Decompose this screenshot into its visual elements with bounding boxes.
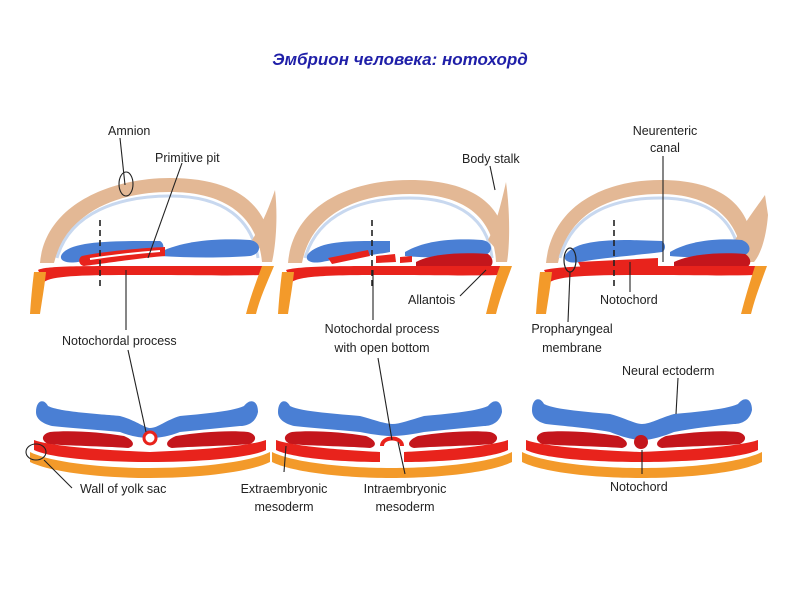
label-wall-yolk-sac: Wall of yolk sac bbox=[80, 482, 166, 496]
label-allantois: Allantois bbox=[408, 293, 455, 307]
leader-prechordal bbox=[567, 271, 571, 323]
label-prechordal-1: Propharyngeal bbox=[531, 322, 612, 336]
label-body-stalk: Body stalk bbox=[462, 152, 520, 166]
amnion-inner-layer bbox=[303, 196, 494, 259]
amnion-membrane bbox=[288, 180, 507, 263]
yolk-wall-orange-left bbox=[30, 272, 46, 314]
yolk-wall-orange-left bbox=[278, 272, 294, 314]
bottom-section-2 bbox=[272, 401, 512, 478]
top-panel-3 bbox=[536, 180, 768, 314]
endoderm bbox=[526, 440, 758, 462]
endoderm-right bbox=[674, 253, 751, 268]
yolk-orange bbox=[522, 452, 762, 478]
leader-intraembryonic bbox=[397, 441, 406, 475]
leader-notochordal-process-bottom bbox=[127, 349, 147, 433]
label-notochordal-open-2: with open bottom bbox=[333, 341, 429, 355]
label-amnion: Amnion bbox=[108, 124, 150, 138]
yolk-wall-red bbox=[286, 266, 500, 282]
ectoderm-right bbox=[405, 239, 491, 258]
mesoderm-right bbox=[409, 431, 498, 448]
ectoderm-left bbox=[306, 241, 390, 263]
label-primitive-pit: Primitive pit bbox=[155, 151, 220, 165]
amnion-ring bbox=[118, 171, 134, 197]
bottom-section-3 bbox=[522, 399, 762, 478]
body-stalk bbox=[252, 190, 277, 262]
label-prechordal-2: membrane bbox=[542, 341, 602, 355]
label-notochordal-process: Notochordal process bbox=[62, 334, 177, 348]
neural-ectoderm bbox=[532, 399, 752, 440]
leader-lines bbox=[25, 137, 679, 489]
leader-amnion bbox=[119, 137, 126, 186]
leader-extraembryonic bbox=[283, 445, 287, 473]
yolk-wall-red bbox=[544, 266, 755, 282]
mesoderm-right bbox=[167, 431, 256, 448]
yolk-wall-orange-right bbox=[741, 266, 767, 314]
yolk-orange bbox=[272, 452, 512, 478]
label-neural-ectoderm: Neural ectoderm bbox=[622, 364, 714, 378]
label-extraembryonic-1: Extraembryonic bbox=[241, 482, 328, 496]
leader-notochordal-open-bottom bbox=[377, 357, 393, 441]
amnion-inner-layer bbox=[558, 196, 742, 259]
endoderm bbox=[34, 440, 266, 462]
label-neurenteric-2: canal bbox=[650, 141, 680, 155]
label-extraembryonic-2: mesoderm bbox=[254, 500, 313, 514]
ectoderm bbox=[36, 401, 258, 438]
mesoderm-left bbox=[284, 431, 375, 448]
mesoderm-left bbox=[536, 431, 627, 448]
leader-wall-yolk bbox=[43, 459, 73, 489]
label-notochord-bottom: Notochord bbox=[610, 480, 668, 494]
leader-neural-ectoderm bbox=[675, 377, 679, 415]
label-intraembryonic-2: mesoderm bbox=[375, 500, 434, 514]
label-notochord-top: Notochord bbox=[600, 293, 658, 307]
top-panel-1 bbox=[30, 178, 277, 314]
yolk-wall-orange-right bbox=[246, 266, 274, 314]
allantois-endoderm bbox=[416, 253, 493, 268]
leader-primitive-pit bbox=[147, 162, 183, 259]
page-title: Эмбрион человека: нотохорд bbox=[272, 50, 528, 69]
label-notochordal-open-1: Notochordal process bbox=[325, 322, 440, 336]
amnion-membrane bbox=[546, 180, 754, 263]
body-stalk bbox=[488, 182, 510, 262]
ectoderm-right bbox=[670, 239, 750, 258]
yolk-wall-orange-left bbox=[536, 272, 552, 314]
yolk-wall-red bbox=[38, 266, 262, 282]
mesoderm-left bbox=[42, 431, 133, 448]
endoderm-right bbox=[404, 440, 508, 462]
amnion-membrane bbox=[40, 178, 272, 263]
bottom-section-1 bbox=[30, 401, 270, 478]
mesoderm-right bbox=[657, 431, 746, 448]
yolk-orange bbox=[30, 452, 270, 478]
label-intraembryonic-1: Intraembryonic bbox=[364, 482, 447, 496]
leader-allantois bbox=[459, 269, 487, 297]
notochordal-open-segment bbox=[376, 254, 396, 263]
notochordal-open-tube bbox=[328, 250, 370, 264]
top-panel-2 bbox=[278, 180, 512, 314]
endoderm-left bbox=[276, 440, 380, 462]
yolk-ring bbox=[25, 443, 47, 461]
leader-body-stalk bbox=[489, 165, 496, 191]
notochordal-open-segment-2 bbox=[400, 256, 412, 263]
notochordal-canal bbox=[142, 430, 158, 446]
ectoderm bbox=[278, 401, 502, 436]
ectoderm-right bbox=[160, 239, 259, 258]
notochordal-process-lumen bbox=[89, 250, 161, 260]
yolk-wall-orange-right bbox=[486, 266, 512, 314]
notochord-solid bbox=[634, 435, 648, 449]
label-neurenteric-1: Neurenteric bbox=[633, 124, 698, 138]
ectoderm-left bbox=[564, 240, 665, 263]
